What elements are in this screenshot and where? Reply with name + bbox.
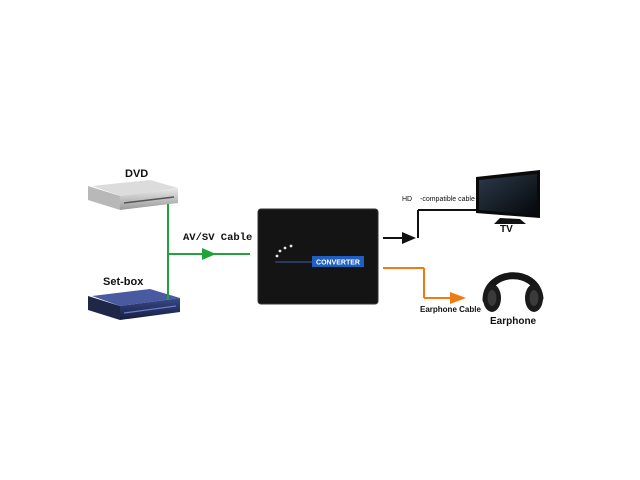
set-top-box-icon [88,289,180,320]
earphone-cable-label: Earphone Cable [420,305,481,314]
headphones-icon [482,272,544,312]
dvd-player-icon [88,180,178,210]
dvd-label: DVD [125,168,149,180]
converter-led-dots [275,244,293,258]
hd-cable [383,209,476,239]
set-box-label: Set-box [103,276,144,288]
hd-cable-label: -compatible cable [420,196,475,203]
earphone-cable-arrow [450,292,466,304]
av-cable-arrow [202,248,216,260]
hd-label: HD [402,196,413,203]
converter-badge-label: CONVERTER [316,260,360,267]
earphone-label: Earphone [490,316,537,327]
tv-label: TV [500,224,513,235]
av-sv-cable-label: AV/SV Cable [183,232,253,244]
earphone-cable [383,267,452,299]
converter-box-icon [257,208,379,305]
hd-cable-arrow [402,232,416,244]
converter-badge [312,256,364,267]
tv-icon [476,170,540,224]
